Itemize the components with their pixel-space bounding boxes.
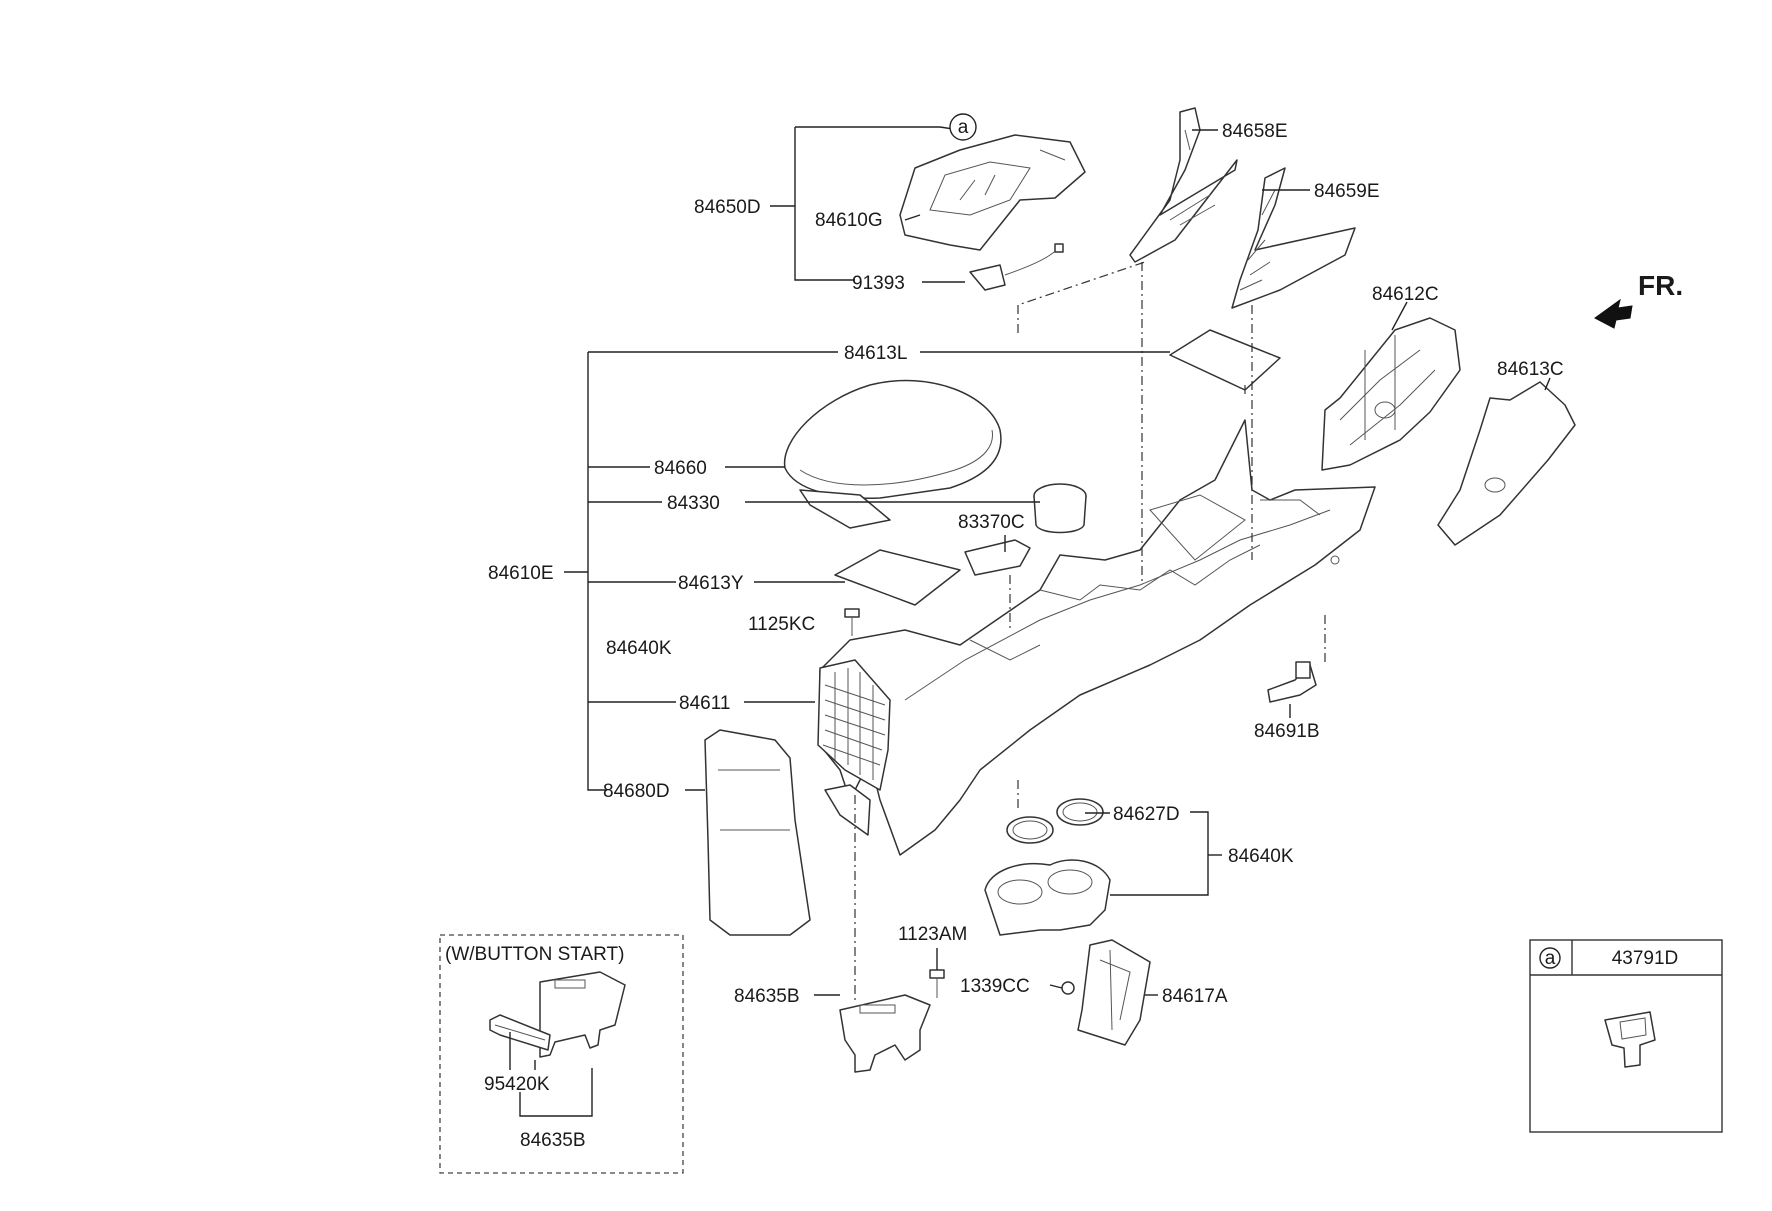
part-label-84610g: 84610G bbox=[815, 210, 883, 231]
part-label-84635b: 84635B bbox=[734, 986, 800, 1007]
screw-1125kc-drawing bbox=[844, 608, 860, 636]
reference-circle-icon bbox=[1539, 947, 1561, 969]
wiring-connector-drawing bbox=[969, 243, 1064, 291]
ref-box-letter: a bbox=[1545, 948, 1556, 969]
main-console-body-drawing bbox=[819, 419, 1376, 856]
part-label-84627d: 84627D bbox=[1113, 804, 1180, 825]
part-label-84617a: 84617A bbox=[1162, 986, 1228, 1007]
part-label-84650d: 84650D bbox=[694, 197, 761, 218]
front-marker-label: FR. bbox=[1638, 270, 1683, 301]
part-label-84613y: 84613Y bbox=[678, 573, 744, 594]
part-label-84613l: 84613L bbox=[844, 343, 907, 364]
nut-1339cc-drawing bbox=[1061, 981, 1075, 995]
part-label-1339cc: 1339CC bbox=[960, 976, 1030, 997]
bracket-84691b-drawing bbox=[1267, 661, 1317, 703]
cup-holder-84330-drawing bbox=[1033, 483, 1087, 534]
rear-grid-panel-drawing bbox=[817, 659, 891, 836]
part-label-84658e: 84658E bbox=[1222, 121, 1288, 142]
side-trim-84658e-drawing bbox=[1129, 107, 1238, 263]
console-mat-84613y-drawing bbox=[834, 549, 961, 606]
part-label-84613c: 84613C bbox=[1497, 359, 1564, 380]
ring-84627d-drawing bbox=[1006, 798, 1104, 844]
side-cover-84613c-drawing bbox=[1437, 381, 1576, 546]
part-label-1123am: 1123AM bbox=[898, 924, 967, 945]
part-label-84659e: 84659E bbox=[1314, 181, 1380, 202]
part-label-84612c: 84612C bbox=[1372, 284, 1439, 305]
bracket-84617a-drawing bbox=[1077, 939, 1151, 1046]
assembly-line bbox=[1017, 261, 1146, 333]
part-label-84660: 84660 bbox=[654, 458, 707, 479]
part-label-84611: 84611 bbox=[679, 693, 730, 714]
part-label-84640k-right: 84640K bbox=[1228, 846, 1294, 867]
cup-holder-84640k-drawing bbox=[984, 859, 1111, 936]
part-label-83370c: 83370C bbox=[958, 512, 1025, 533]
ref-box-part: 43791D bbox=[1612, 948, 1679, 969]
side-trim-84659e-drawing bbox=[1231, 167, 1356, 309]
bolt-1123am-drawing bbox=[929, 969, 945, 998]
part-label-84610e: 84610E bbox=[488, 563, 554, 584]
reference-letter: a bbox=[958, 117, 969, 138]
button-start-inset: (W/BUTTON START) 95420K 84635B bbox=[439, 934, 684, 1174]
part-label-84680d: 84680D bbox=[603, 781, 670, 802]
side-cover-84612c-drawing bbox=[1321, 317, 1461, 471]
inset-title: (W/BUTTON START) bbox=[445, 944, 624, 965]
part-label-84640k-left: 84640K bbox=[606, 638, 672, 659]
part-label-91393: 91393 bbox=[852, 273, 905, 294]
armrest-lid-drawing bbox=[783, 379, 1002, 529]
shift-bezel-drawing bbox=[899, 134, 1086, 251]
part-label-84691b: 84691B bbox=[1254, 721, 1320, 742]
part-label-1125kc: 1125KC bbox=[748, 614, 815, 635]
console-mat-84613l-drawing bbox=[1169, 329, 1281, 391]
bracket-84635b-drawing bbox=[839, 994, 931, 1073]
rear-cover-84680d-drawing bbox=[704, 729, 811, 936]
leader-lines bbox=[564, 126, 1551, 996]
reference-box-43791d: a 43791D bbox=[1529, 939, 1723, 1133]
small-cover-83370c-drawing bbox=[964, 539, 1031, 576]
front-arrow-icon bbox=[1594, 298, 1633, 329]
reference-circle-icon: a bbox=[949, 113, 977, 141]
part-label-84330: 84330 bbox=[667, 493, 720, 514]
part-label-84635b-inset: 84635B bbox=[520, 1130, 586, 1151]
part-label-95420k: 95420K bbox=[484, 1074, 550, 1095]
